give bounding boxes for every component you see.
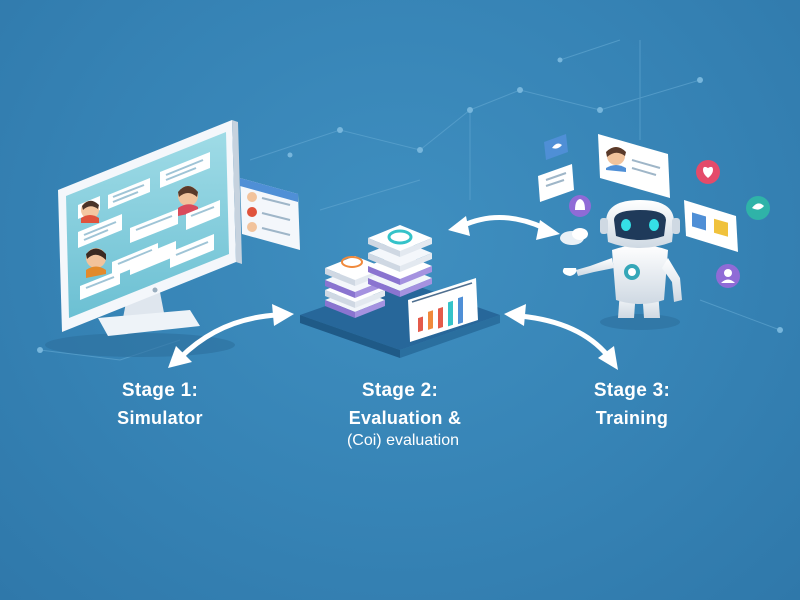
- stage-2-subtitle-2: (Coi) evaluation: [346, 432, 460, 449]
- arrow-evaluation-training: [517, 313, 611, 359]
- arrowhead-mid-right: [598, 346, 618, 370]
- background-nodes: [37, 57, 783, 353]
- monitor-icon: [45, 120, 242, 357]
- stage-1-subtitle: Simulator: [117, 408, 203, 428]
- chat-panel-icon: [240, 178, 300, 250]
- bar-chart-icon: [408, 278, 478, 342]
- chat-bubble-icon: [538, 164, 574, 202]
- stage-3-title: Stage 3:: [593, 380, 671, 401]
- screen-chat: [78, 152, 220, 300]
- arrow-simulator-evaluation: [177, 312, 281, 361]
- stage-1-title: Stage 1:: [121, 380, 199, 401]
- stage-2-title: Stage 2:: [361, 380, 439, 401]
- app-panel-icon: [684, 200, 738, 252]
- arrowhead-top-left: [448, 216, 470, 236]
- bell-icon: [569, 195, 591, 217]
- arrowhead-right-1: [272, 304, 294, 326]
- user-badge-icon: [716, 264, 740, 288]
- arrow-evaluation-robot: [459, 215, 547, 231]
- left-stack: [325, 256, 385, 318]
- bird-badge-icon: [746, 196, 770, 220]
- stage-3-subtitle: Training: [595, 408, 669, 428]
- stage-2-subtitle: Evaluation &: [348, 408, 462, 428]
- heart-icon: [696, 160, 720, 184]
- avatar-bubble-icon: [598, 134, 670, 198]
- arrowhead-top-right: [536, 220, 560, 240]
- cloud-icon: [560, 228, 588, 245]
- right-stack: [368, 225, 432, 297]
- twitter-bird-icon: [544, 134, 568, 160]
- arrowhead-mid-left: [504, 304, 526, 326]
- arrowhead-left: [168, 346, 192, 368]
- robot-icon: [562, 200, 682, 330]
